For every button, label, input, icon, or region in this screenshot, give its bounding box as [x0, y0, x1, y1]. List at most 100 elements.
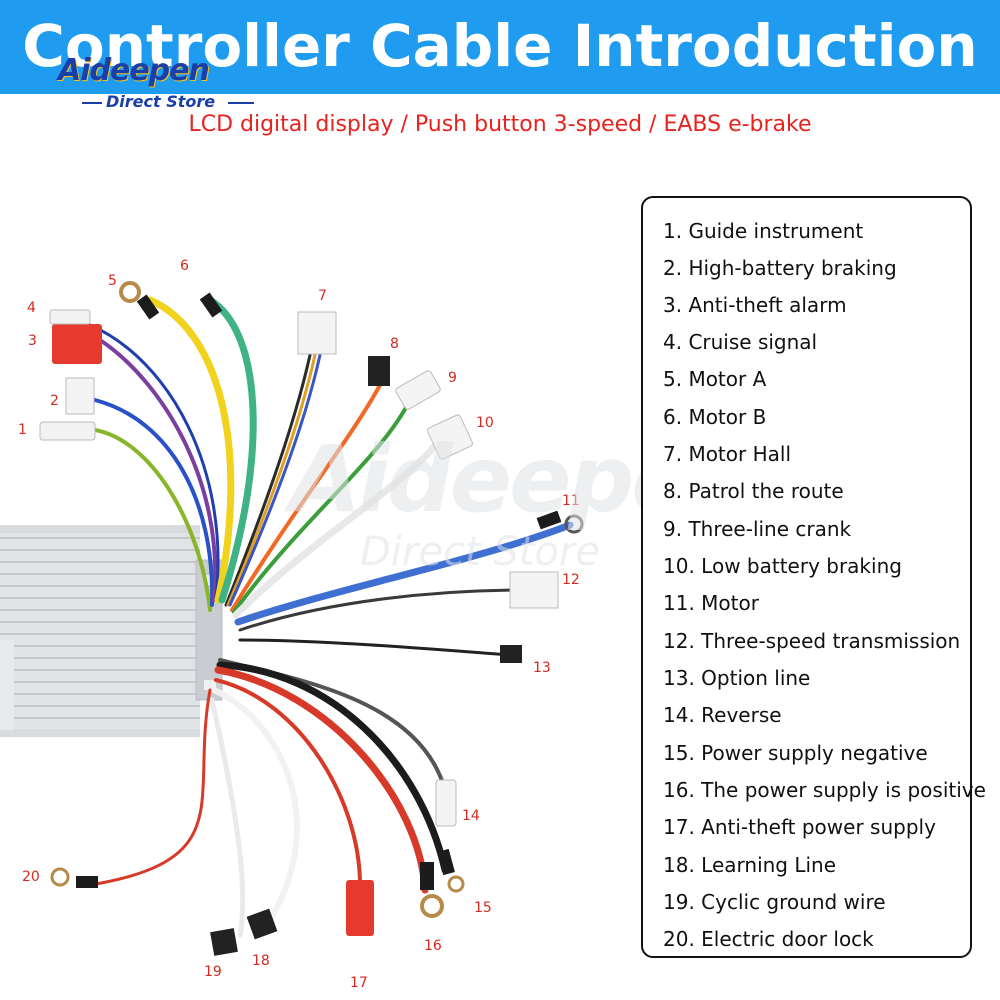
legend-item-10: 10. Low battery braking	[663, 554, 902, 578]
page-title: Controller Cable Introduction	[22, 12, 978, 80]
connector-19	[210, 928, 238, 956]
callout-4: 4	[27, 300, 36, 316]
callout-16: 16	[424, 938, 442, 954]
legend-item-6: 6. Motor B	[663, 405, 767, 429]
wire-13	[238, 638, 512, 657]
legend-item-8: 8. Patrol the route	[663, 479, 844, 503]
wire-11	[234, 521, 574, 626]
legend-item-19: 19. Cyclic ground wire	[663, 890, 886, 914]
connector-4	[49, 309, 91, 325]
legend-item-12: 12. Three-speed transmission	[663, 629, 961, 653]
legend-item-5: 5. Motor A	[663, 367, 767, 391]
wire-6	[206, 296, 257, 604]
controller-diagram: 1 2 3 4 5 6 7 8 9 10 11 12 13 14 15 16 1…	[0, 258, 584, 991]
wire-2	[93, 398, 215, 607]
header-banner	[0, 0, 1000, 94]
sleeve-15	[437, 848, 455, 876]
wire-harness-lower	[88, 658, 449, 938]
wire-1	[93, 428, 212, 612]
sleeve-5	[136, 294, 160, 320]
callout-8: 8	[390, 336, 399, 352]
wire-7c	[228, 353, 322, 607]
wire-18	[211, 687, 300, 923]
wire-8	[230, 383, 382, 612]
legend-item-7: 7. Motor Hall	[663, 442, 791, 466]
callout-14: 14	[462, 808, 480, 824]
wire-20	[88, 688, 212, 887]
connectors	[39, 281, 584, 956]
legend-item-15: 15. Power supply negative	[663, 741, 928, 765]
ring-terminal-5	[119, 281, 141, 303]
callout-18: 18	[252, 953, 270, 969]
logo-rule-right	[228, 102, 254, 104]
wire-10	[232, 436, 444, 619]
sleeve-16	[420, 862, 434, 890]
wire-7a	[224, 353, 312, 607]
sleeve-6	[199, 292, 223, 318]
callout-15: 15	[474, 900, 492, 916]
callout-3: 3	[28, 333, 37, 349]
wire-5	[146, 296, 235, 604]
callout-10: 10	[476, 415, 494, 431]
callout-2: 2	[50, 393, 59, 409]
legend-item-11: 11. Motor	[663, 591, 759, 615]
ring-terminal-16	[420, 894, 444, 918]
legend-item-9: 9. Three-line crank	[663, 517, 852, 541]
callout-6: 6	[180, 258, 189, 274]
legend-item-14: 14. Reverse	[663, 703, 782, 727]
connector-1	[39, 421, 96, 441]
wire-3	[98, 338, 218, 602]
legend-item-16: 16. The power supply is positive	[663, 778, 986, 802]
controller-box	[0, 525, 223, 737]
wire-16	[214, 666, 429, 894]
legend-item-3: 3. Anti-theft alarm	[663, 293, 847, 317]
legend-box: 1. Guide instrument 2. High-battery brak…	[641, 196, 986, 958]
logo-rule-left	[82, 102, 102, 104]
legend-item-1: 1. Guide instrument	[663, 219, 864, 243]
callout-19: 19	[204, 964, 222, 980]
connector-7	[297, 311, 337, 355]
page-subtitle: LCD digital display / Push button 3-spee…	[188, 112, 812, 137]
wire-4	[88, 323, 220, 600]
connector-18	[246, 908, 278, 940]
wire-harness-upper	[88, 296, 574, 657]
wire-12	[238, 588, 527, 632]
connector-13	[500, 645, 522, 663]
ring-terminal-15	[447, 875, 465, 893]
brand-logo: Aideepen Direct Store	[58, 52, 280, 116]
wire-9	[232, 398, 412, 614]
watermark-tagline: Direct Store	[360, 529, 600, 575]
callout-17: 17	[350, 975, 368, 991]
sleeve-20	[76, 876, 98, 888]
callout-13: 13	[533, 660, 551, 676]
connector-14	[435, 779, 457, 827]
legend-item-2: 2. High-battery braking	[663, 256, 897, 280]
connector-8	[368, 356, 390, 386]
callout-11: 11	[562, 493, 580, 509]
connector-3	[52, 324, 102, 364]
callout-9: 9	[448, 370, 457, 386]
sleeve-11	[536, 510, 562, 530]
ring-terminal-20	[50, 867, 70, 887]
wire-7b	[226, 353, 317, 607]
logo-wordmark: Aideepen	[58, 53, 210, 88]
wire-17	[214, 678, 362, 887]
connector-17	[346, 880, 374, 936]
legend-item-18: 18. Learning Line	[663, 853, 837, 877]
ring-terminal-11	[564, 514, 584, 534]
callout-20: 20	[22, 869, 40, 885]
wire-19	[209, 697, 246, 938]
wire-15	[216, 661, 449, 874]
legend-item-13: 13. Option line	[663, 666, 811, 690]
callout-7: 7	[318, 288, 327, 304]
connector-12	[509, 571, 559, 609]
callout-12: 12	[562, 572, 580, 588]
connector-10	[426, 414, 474, 460]
legend-item-20: 20. Electric door lock	[663, 927, 874, 951]
callout-1: 1	[18, 422, 27, 438]
logo-tagline: Direct Store	[106, 92, 216, 111]
connector-9	[395, 370, 441, 410]
legend-item-17: 17. Anti-theft power supply	[663, 815, 936, 839]
connector-2	[65, 377, 95, 415]
callout-5: 5	[108, 273, 117, 289]
